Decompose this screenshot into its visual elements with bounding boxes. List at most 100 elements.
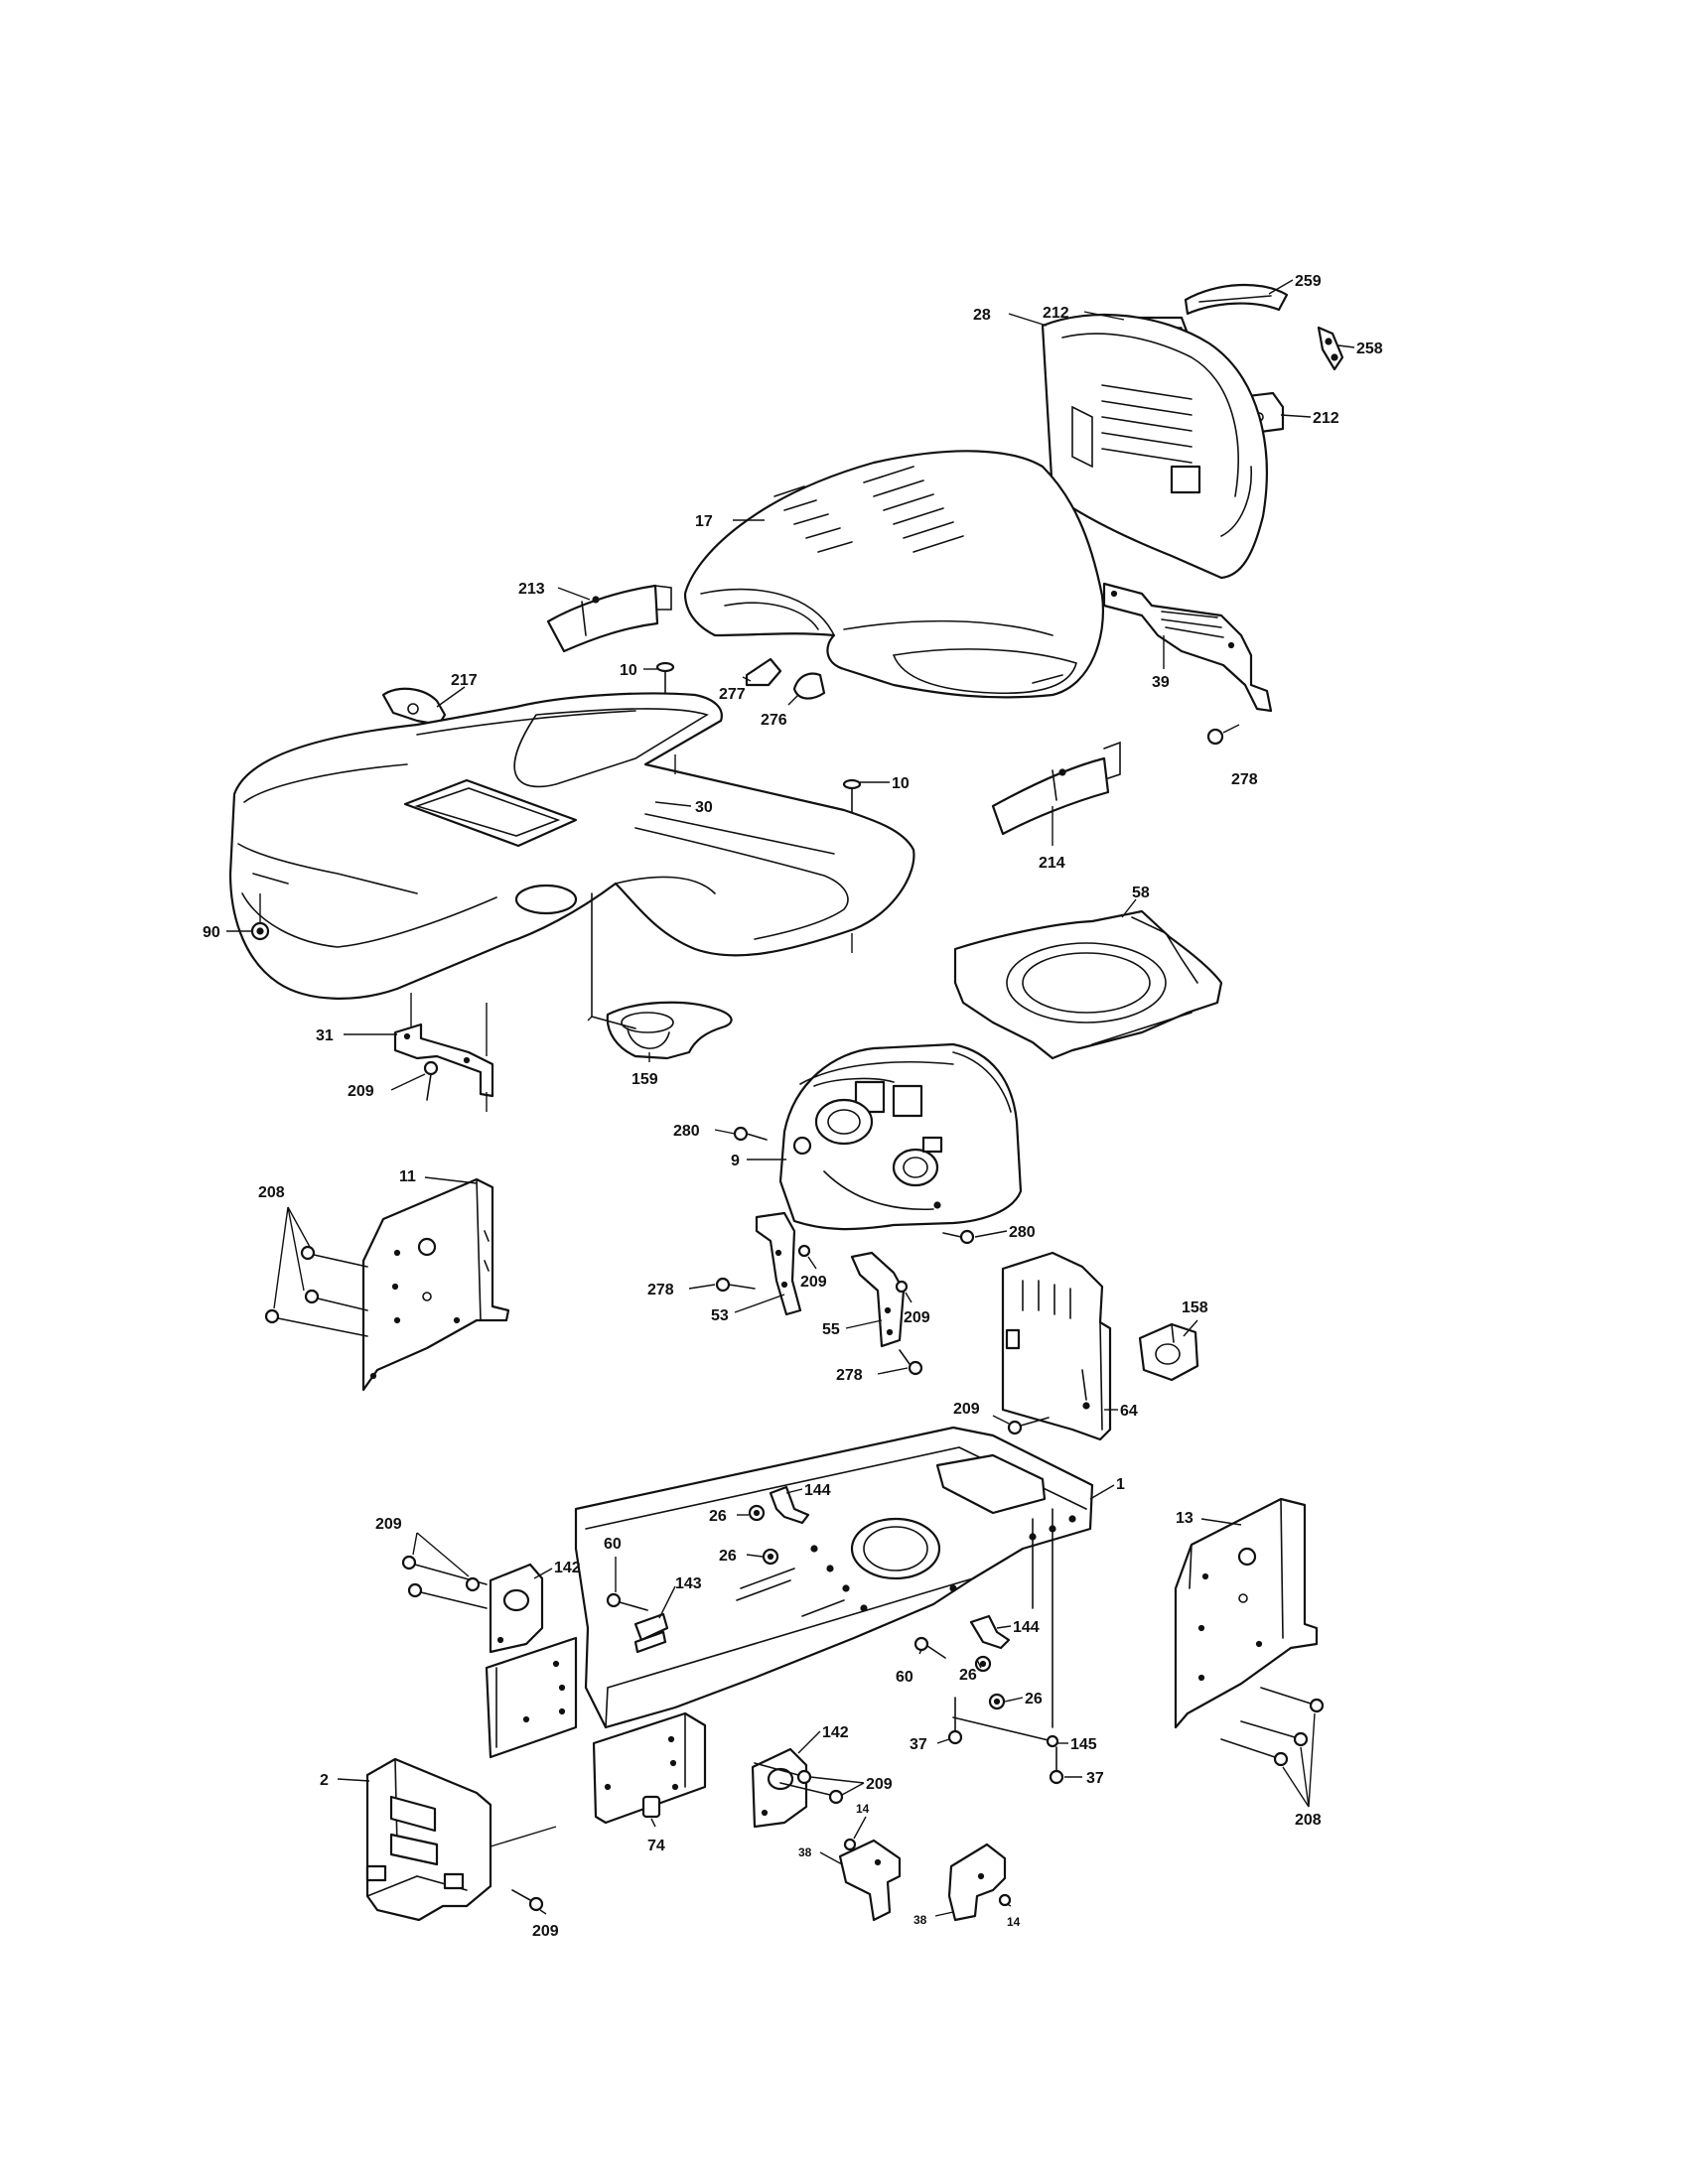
part-17-hood [683,450,1104,699]
callout-208: 208 [258,1184,285,1201]
callout-142: 142 [554,1560,581,1576]
callout-17: 17 [695,513,713,530]
callout-38: 38 [913,1913,927,1927]
part-74-spacer [641,1795,661,1819]
part-13-side-plate-right [1174,1497,1319,1729]
part-26-nut-c [974,1655,992,1673]
part-258-clip [1317,326,1344,371]
part-53-bracket [755,1211,802,1316]
part-11-side-plate-left [361,1177,510,1392]
part-277-knob [745,657,782,687]
part-38-lever-left [838,1839,902,1922]
callout-60: 60 [896,1669,913,1686]
callout-280: 280 [673,1123,700,1140]
callout-38: 38 [798,1845,812,1859]
callout-212: 212 [1043,305,1069,322]
part-142-plate-lower [592,1711,707,1825]
part-208-bolts-right [1220,1687,1325,1808]
part-278-screw-mid-b [899,1349,923,1376]
callout-64: 64 [1120,1403,1138,1420]
callout-58: 58 [1132,885,1150,901]
callout-9: 9 [731,1153,740,1169]
part-142-bracket-upper [489,1563,544,1654]
callout-1: 1 [1116,1476,1125,1493]
callout-277: 277 [719,686,746,703]
part-30-fender-deck [228,692,915,1000]
callout-158: 158 [1182,1299,1208,1316]
part-142-plate-upper [485,1636,578,1759]
part-280-screw-upper [733,1126,768,1142]
callout-37: 37 [910,1736,927,1753]
callout-30: 30 [695,799,713,816]
callout-209: 209 [800,1274,827,1291]
part-37-bolt-a [947,1697,963,1745]
part-209-screw-mid-a [797,1244,811,1258]
misc-connection-lines [259,754,853,1022]
part-1-frame [574,1426,1094,1729]
part-259-hood-cap [1184,283,1289,316]
callout-217: 217 [451,672,478,689]
part-276-knob [792,672,826,700]
callout-145: 145 [1070,1736,1097,1753]
part-209-bolt-front [511,1889,544,1912]
callout-276: 276 [761,712,787,729]
callout-26: 26 [1025,1691,1043,1707]
part-60-bolt-upper [606,1592,648,1611]
part-39-bracket [1102,582,1273,713]
part-209-bolts-group-left [401,1532,488,1609]
part-214-side-panel [991,741,1121,836]
part-209-screw-64 [1007,1417,1050,1435]
part-278-screw-mid-a [715,1277,756,1293]
part-55-bracket [850,1251,906,1348]
callout-259: 259 [1295,273,1322,290]
part-159-cup-holder [591,892,733,1060]
callout-258: 258 [1356,341,1383,357]
part-90-nut [250,921,270,941]
callout-144: 144 [804,1482,831,1499]
callout-11: 11 [399,1168,416,1185]
callout-10: 10 [892,775,910,792]
part-208-bolts-left [264,1206,368,1337]
part-14-screw-right [998,1893,1012,1907]
part-28-grille-housing [1041,313,1268,580]
callout-142: 142 [822,1724,849,1741]
callout-2: 2 [320,1772,329,1789]
callout-28: 28 [973,307,991,324]
part-143-bar [633,1612,669,1654]
part-213-side-panel [546,584,672,653]
part-217-lever [381,687,447,727]
callout-60: 60 [604,1536,622,1553]
callout-278: 278 [1231,771,1258,788]
callout-278: 278 [836,1367,863,1384]
callout-278: 278 [647,1282,674,1298]
part-26-nut-b [762,1548,779,1566]
callout-209: 209 [904,1309,930,1326]
callout-280: 280 [1009,1224,1036,1241]
callout-209: 209 [348,1083,374,1100]
callout-209: 209 [375,1516,402,1533]
callout-31: 31 [316,1027,334,1044]
callout-143: 143 [675,1575,702,1592]
callout-209: 209 [953,1401,980,1418]
callout-53: 53 [711,1307,729,1324]
part-26-nut-d [988,1693,1006,1710]
callout-26: 26 [709,1508,727,1525]
part-9-dash-panel [778,1042,1023,1231]
part-31-bracket [393,993,494,1112]
part-158-switch [1138,1322,1199,1382]
part-38-lever-right [947,1843,1007,1922]
part-209-bolt-upper [423,1060,439,1101]
part-26-nut-a [748,1504,766,1522]
callout-26: 26 [959,1667,977,1684]
callout-213: 213 [518,581,545,598]
callout-90: 90 [203,924,220,941]
callout-39: 39 [1152,674,1170,691]
part-209-bolts-group-right [754,1762,865,1805]
callout-14: 14 [1007,1915,1021,1929]
callout-208: 208 [1295,1812,1322,1829]
part-2-front-plate [365,1757,557,1922]
part-14-screw-left [843,1838,857,1851]
part-64-plate [1001,1251,1112,1441]
part-144-clip-lower [969,1614,1011,1650]
